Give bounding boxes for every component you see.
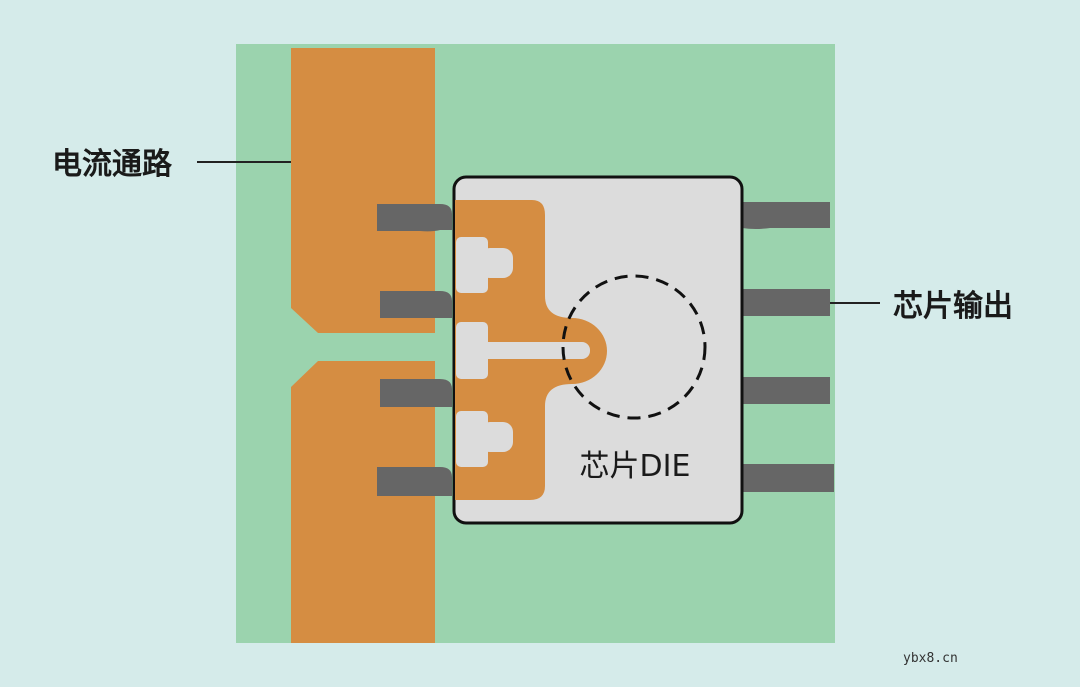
pin (742, 377, 830, 404)
pin (742, 464, 834, 492)
pin (377, 204, 452, 232)
watermark: ybx8.cn (903, 651, 958, 666)
pin (377, 467, 452, 496)
label-chip-die: 芯片DIE (580, 449, 691, 484)
pin (742, 202, 830, 229)
current-path-copper-top (291, 48, 435, 333)
pin (380, 379, 452, 407)
right-pins (742, 202, 834, 492)
conductor-cutouts (456, 237, 590, 467)
pin (742, 289, 830, 316)
left-pins (377, 204, 452, 496)
label-current-path: 电流通路 (52, 147, 173, 182)
pin (380, 291, 452, 318)
label-chip-output: 芯片输出 (893, 289, 1013, 324)
current-path-copper-bottom (291, 361, 435, 643)
hall-sensor-region (561, 274, 707, 420)
